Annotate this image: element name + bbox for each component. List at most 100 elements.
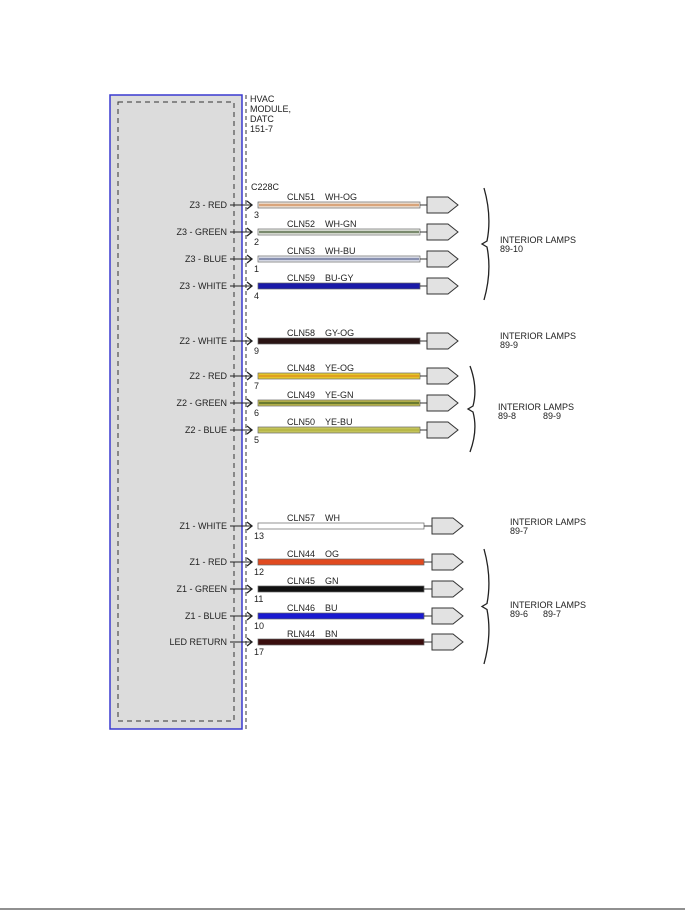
pin-function-label: Z1 - GREEN xyxy=(176,584,227,594)
connector-plug-icon xyxy=(426,196,459,214)
connector-plug-icon xyxy=(431,580,464,598)
wire-color-code: WH-GN xyxy=(325,219,357,229)
pin-number: 5 xyxy=(254,435,259,445)
terminal-chevron-icon xyxy=(246,398,254,408)
circuit-id: CLN44 xyxy=(287,549,315,559)
wire-color-code: OG xyxy=(325,549,339,559)
connector-plug-icon xyxy=(426,367,459,385)
group-brace xyxy=(466,365,476,453)
wire-cln57: Z1 - WHITE CLN57 WH 13 xyxy=(180,513,464,541)
circuit-id: CLN58 xyxy=(287,328,315,338)
circuit-id: CLN49 xyxy=(287,390,315,400)
pin-number: 1 xyxy=(254,264,259,274)
wire-color-code: YE-GN xyxy=(325,390,354,400)
circuit-id: CLN59 xyxy=(287,273,315,283)
terminal-chevron-icon xyxy=(246,281,254,291)
wire-cln50: Z2 - BLUE CLN50 YE-BU 5 xyxy=(185,417,459,445)
module-dashed-outline xyxy=(117,101,235,722)
pin-number: 3 xyxy=(254,210,259,220)
wire-color-code: YE-OG xyxy=(325,363,354,373)
pin-number: 6 xyxy=(254,408,259,418)
pin-function-label: Z1 - WHITE xyxy=(180,521,228,531)
circuit-id: CLN50 xyxy=(287,417,315,427)
terminal-chevron-icon xyxy=(246,557,254,567)
terminal-chevron-icon xyxy=(246,637,254,647)
wire-color-code: GY-OG xyxy=(325,328,354,338)
module-title-line: DATC xyxy=(250,114,274,124)
wire-color-code: YE-BU xyxy=(325,417,353,427)
wire-color-code: WH xyxy=(325,513,340,523)
circuit-id: CLN57 xyxy=(287,513,315,523)
wire-color-code: BN xyxy=(325,629,338,639)
terminal-chevron-icon xyxy=(246,227,254,237)
wire-cln44: Z1 - RED CLN44 OG 12 xyxy=(189,549,464,577)
pin-number: 7 xyxy=(254,381,259,391)
wire-rln44: LED RETURN RLN44 BN 17 xyxy=(169,629,464,657)
connector-plug-icon xyxy=(431,517,464,535)
wire-cln59: Z3 - WHITE CLN59 BU-GY 4 xyxy=(180,273,459,301)
pin-function-label: Z2 - GREEN xyxy=(176,398,227,408)
terminal-chevron-icon xyxy=(246,254,254,264)
circuit-id: CLN45 xyxy=(287,576,315,586)
connector-id: C228C xyxy=(251,182,280,192)
pin-number: 10 xyxy=(254,621,264,631)
pin-function-label: LED RETURN xyxy=(169,637,227,647)
module-title-line: MODULE, xyxy=(250,104,291,114)
destination-title: INTERIOR LAMPS xyxy=(500,331,576,341)
circuit-id: RLN44 xyxy=(287,629,315,639)
destination-title: INTERIOR LAMPS xyxy=(500,235,576,245)
pin-function-label: Z3 - RED xyxy=(189,200,227,210)
terminal-chevron-icon xyxy=(246,584,254,594)
wire-cln45: Z1 - GREEN CLN45 GN 11 xyxy=(176,576,464,604)
hvac-module-box xyxy=(109,94,243,730)
page-reference: 89-7 xyxy=(510,526,528,536)
circuit-id: CLN48 xyxy=(287,363,315,373)
page-reference: 89-7 xyxy=(543,609,561,619)
pin-number: 4 xyxy=(254,291,259,301)
pin-number: 12 xyxy=(254,567,264,577)
pin-number: 17 xyxy=(254,647,264,657)
destination-title: INTERIOR LAMPS xyxy=(510,600,586,610)
page-reference: 89-6 xyxy=(510,609,528,619)
terminal-chevron-icon xyxy=(246,371,254,381)
pin-number: 11 xyxy=(254,594,263,604)
group-brace xyxy=(480,548,490,665)
connector-plug-icon xyxy=(426,421,459,439)
pin-function-label: Z2 - BLUE xyxy=(185,425,227,435)
page-reference: 89-8 xyxy=(498,411,516,421)
connector-plug-icon xyxy=(431,633,464,651)
connector-plug-icon xyxy=(426,394,459,412)
connector-plug-icon xyxy=(426,277,459,295)
pin-function-label: Z3 - WHITE xyxy=(180,281,228,291)
circuit-id: CLN51 xyxy=(287,192,315,202)
wire-color-code: GN xyxy=(325,576,339,586)
terminal-chevron-icon xyxy=(246,521,254,531)
connector-plug-icon xyxy=(431,607,464,625)
connector-plug-icon xyxy=(426,223,459,241)
wire-color-code: WH-BU xyxy=(325,246,356,256)
group-brace xyxy=(480,187,490,301)
wire-color-code: BU xyxy=(325,603,338,613)
page-reference: 89-9 xyxy=(543,411,561,421)
terminal-chevron-icon xyxy=(246,200,254,210)
terminal-chevron-icon xyxy=(246,336,254,346)
page-reference: 89-10 xyxy=(500,244,523,254)
connector-plug-icon xyxy=(426,250,459,268)
wire-cln49: Z2 - GREEN CLN49 YE-GN 6 xyxy=(176,390,459,418)
pin-number: 13 xyxy=(254,531,264,541)
wire-color-code: BU-GY xyxy=(325,273,354,283)
circuit-id: CLN53 xyxy=(287,246,315,256)
connector-plug-icon xyxy=(426,332,459,350)
pin-function-label: Z1 - RED xyxy=(189,557,227,567)
